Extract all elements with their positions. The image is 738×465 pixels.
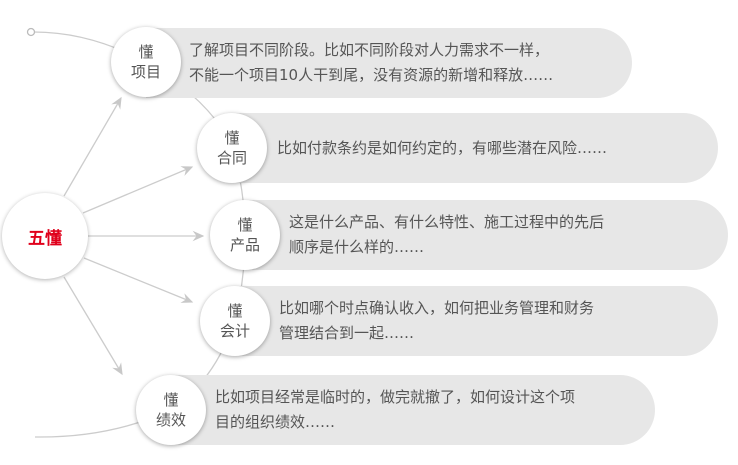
node-label: 绩效 bbox=[155, 411, 186, 429]
text-line: 了解项目不同阶段。比如不同阶段对人力需求不一样， bbox=[189, 41, 550, 59]
arrow-5 bbox=[63, 276, 123, 376]
item-3-description: 这是什么产品、有什么特性、施工过程中的先后顺序是什么样的…… bbox=[245, 200, 728, 270]
text-line: 比如哪个时点确认收入，如何把业务管理和财务 bbox=[279, 299, 595, 317]
item-2-description: 比如付款条约是如何约定的，有哪些潜在风险…… bbox=[232, 113, 718, 183]
item-5-description: 比如项目经常是临时的，做完就撤了，如何设计这个项目的组织绩效…… bbox=[171, 375, 655, 445]
text-line: 顺序是什么样的…… bbox=[289, 238, 425, 256]
arrow-4 bbox=[83, 257, 194, 303]
center-label: 五懂 bbox=[28, 228, 62, 249]
arrow-2 bbox=[82, 166, 194, 214]
text-line: 这是什么产品、有什么特性、施工过程中的先后 bbox=[289, 213, 605, 231]
node-label: 合同 bbox=[216, 149, 247, 167]
node-label: 项目 bbox=[130, 63, 161, 81]
node-product: 懂产品 bbox=[210, 200, 280, 270]
node-contract: 懂合同 bbox=[197, 113, 267, 183]
center-node: 五懂 bbox=[2, 193, 88, 279]
text-line: 比如项目经常是临时的，做完就撤了，如何设计这个项 bbox=[215, 388, 576, 406]
item-4-description: 比如哪个时点确认收入，如何把业务管理和财务管理结合到一起…… bbox=[235, 286, 718, 356]
text-line: 不能一个项目10人干到尾，没有资源的新增和释放…… bbox=[189, 66, 554, 84]
text-line: 比如付款条约是如何约定的，有哪些潜在风险…… bbox=[277, 138, 608, 157]
node-project: 懂项目 bbox=[111, 27, 181, 97]
node-label: 懂 bbox=[227, 302, 243, 320]
node-label: 懂 bbox=[163, 391, 179, 409]
node-label: 懂 bbox=[237, 216, 253, 234]
node-performance: 懂绩效 bbox=[136, 375, 206, 445]
text-line: 管理结合到一起…… bbox=[279, 324, 415, 342]
node-label: 会计 bbox=[219, 322, 250, 340]
node-label: 产品 bbox=[229, 236, 260, 254]
arrow-1 bbox=[63, 96, 122, 197]
item-1-description: 了解项目不同阶段。比如不同阶段对人力需求不一样， 不能一个项目10人干到尾，没有资… bbox=[146, 28, 632, 98]
node-label: 懂 bbox=[138, 43, 154, 61]
node-accounting: 懂会计 bbox=[200, 286, 270, 356]
arc-start-dot bbox=[26, 27, 36, 37]
text-line: 目的组织绩效…… bbox=[215, 413, 336, 431]
node-label: 懂 bbox=[224, 129, 240, 147]
